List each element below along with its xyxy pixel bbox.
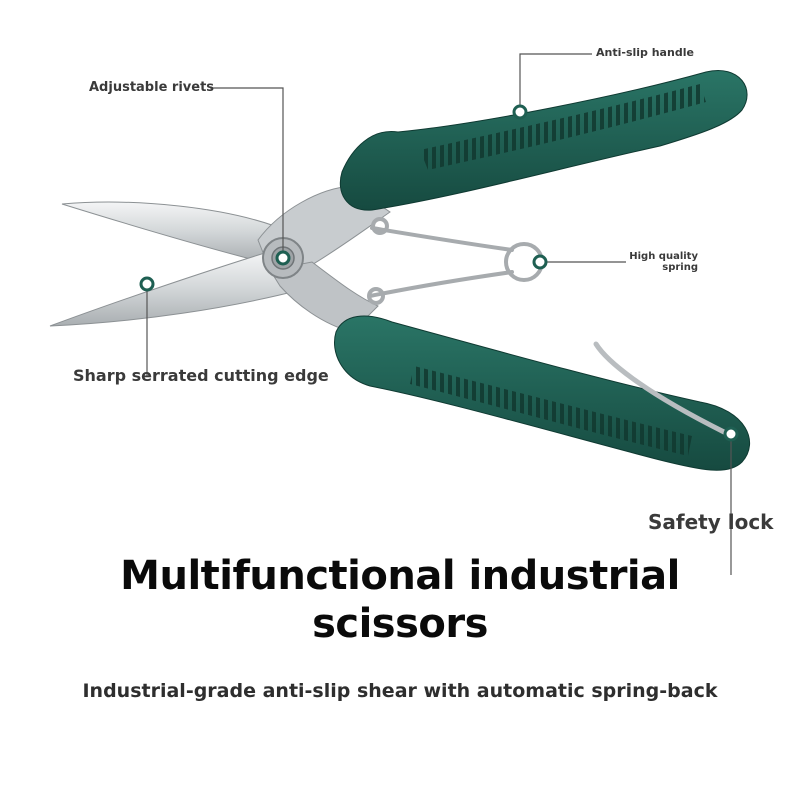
marker-rivets bbox=[275, 250, 291, 266]
safety-lock-clip bbox=[593, 341, 727, 435]
callout-anti-slip-handle: Anti-slip handle bbox=[596, 46, 694, 59]
callout-leaders bbox=[146, 53, 732, 575]
callout-cutting-edge: Sharp serrated cutting edge bbox=[73, 366, 329, 385]
marker-spring bbox=[532, 254, 548, 270]
headline-line-1: Multifunctional industrial bbox=[120, 553, 680, 599]
callout-adjustable-rivets: Adjustable rivets bbox=[89, 80, 215, 95]
marker-lock bbox=[723, 426, 739, 442]
spring bbox=[367, 217, 544, 305]
marker-edge bbox=[139, 276, 155, 292]
headline: Multifunctional industrial scissors bbox=[0, 552, 800, 648]
callout-markers bbox=[139, 104, 739, 442]
callout-safety-lock: Safety lock bbox=[648, 510, 774, 534]
marker-handle bbox=[512, 104, 528, 120]
tagline: Industrial-grade anti-slip shear with au… bbox=[82, 680, 718, 702]
upper-handle-grip bbox=[420, 84, 706, 170]
lower-blade bbox=[49, 251, 301, 327]
headline-line-2: scissors bbox=[312, 601, 488, 647]
callout-high-quality-spring: High quality spring bbox=[629, 251, 698, 273]
lower-handle-grip bbox=[410, 366, 692, 456]
